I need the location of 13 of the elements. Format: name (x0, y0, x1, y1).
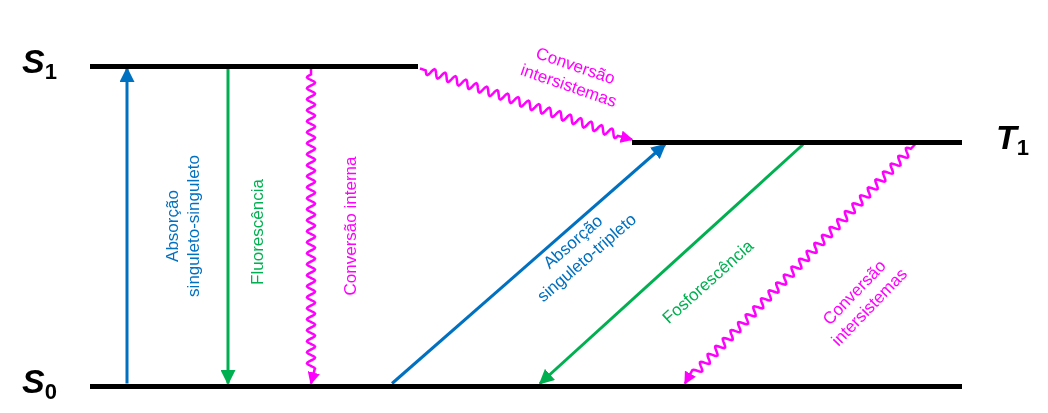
wavy-arrow (683, 143, 916, 385)
energy-level-label: S$_{1}$ (22, 44, 57, 78)
energy-level-label: S$_{0}$ (22, 364, 57, 398)
energy-level-label: T$_{1}$ (996, 120, 1030, 154)
edge-label: Absorção singuleto-singuleto (161, 154, 204, 299)
arrow (391, 143, 667, 385)
arrow (538, 143, 804, 385)
edge-label: Conversão interna (340, 156, 362, 296)
edge-label: Fluorescência (247, 179, 269, 285)
arrow (119, 67, 135, 384)
wavy-arrow (305, 68, 320, 385)
arrow (220, 68, 236, 385)
wavy-arrow (419, 67, 634, 143)
